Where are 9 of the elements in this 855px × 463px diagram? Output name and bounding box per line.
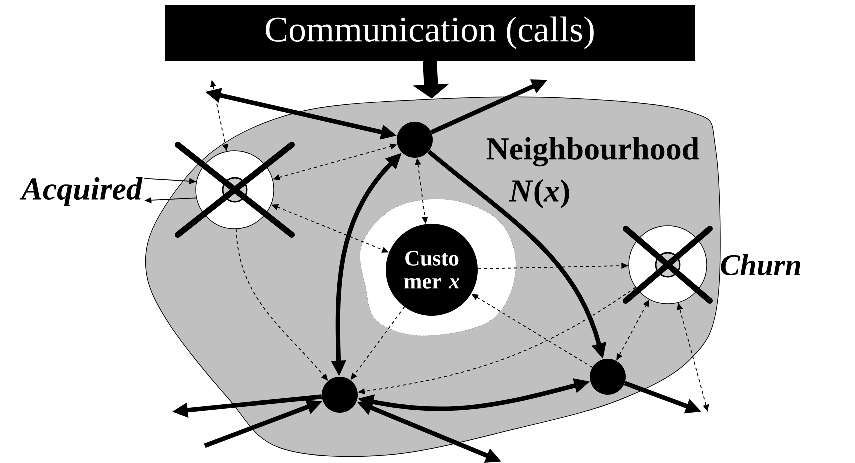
title-box: Communication (calls) xyxy=(165,5,695,61)
ring-circle xyxy=(196,150,274,230)
status-label: Acquired xyxy=(20,178,143,206)
region-label: Neighbourhood xyxy=(486,137,700,167)
node-dot xyxy=(322,377,358,413)
status-label: Churn xyxy=(721,254,800,276)
region-label: N(x) xyxy=(509,180,570,208)
node-dot xyxy=(397,122,433,158)
node-dot xyxy=(590,359,626,395)
